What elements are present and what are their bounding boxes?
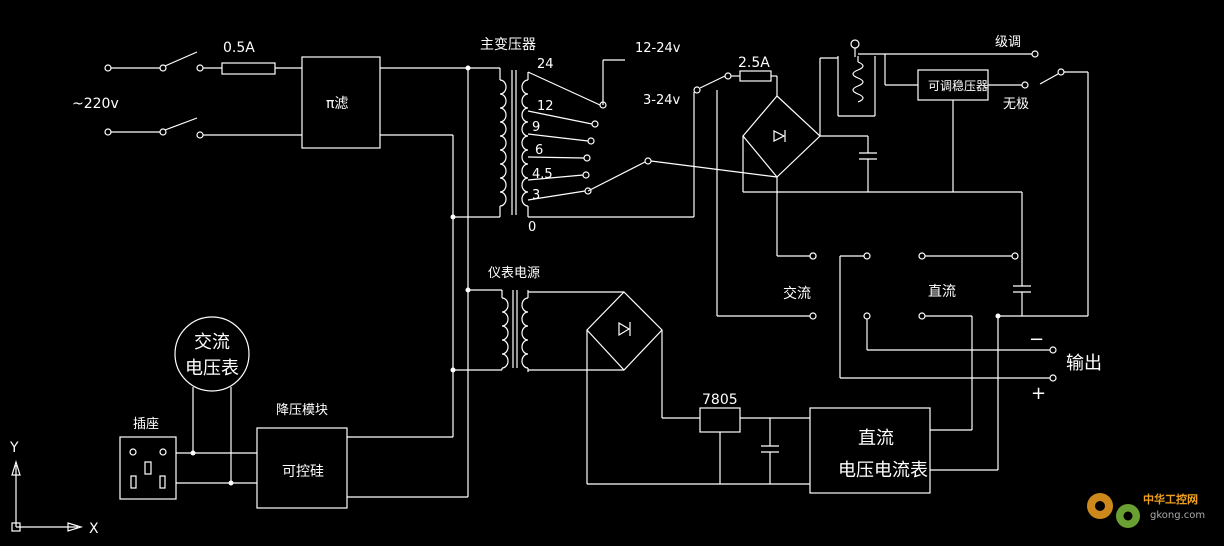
output-terminal-minus bbox=[1049, 346, 1057, 354]
input-fuse bbox=[221, 62, 276, 75]
regulator-7805-box bbox=[699, 407, 741, 433]
output-fuse bbox=[739, 70, 772, 82]
dc-meter-label-line2: 电压电流表 bbox=[838, 460, 928, 481]
dc-meter-box bbox=[809, 407, 931, 494]
tap-4-5-label: 4.5 bbox=[532, 167, 553, 182]
tap-24-label: 24 bbox=[537, 57, 554, 72]
ac-output-terminal-bottom bbox=[809, 312, 817, 320]
mains-input bbox=[104, 51, 468, 149]
potentiometer-knob bbox=[850, 39, 860, 49]
output-terminal-plus bbox=[1049, 374, 1057, 382]
ac-voltmeter bbox=[174, 316, 250, 483]
regulator-section bbox=[837, 39, 1089, 316]
tap-12-label: 12 bbox=[537, 99, 554, 114]
adjustable-regulator-label: 可调稳压器 bbox=[928, 78, 988, 93]
ucs-axis-icon bbox=[11, 459, 84, 532]
minus-sign: − bbox=[1029, 329, 1044, 350]
stepdown-module-label: 降压模块 bbox=[276, 403, 328, 418]
ac-voltmeter-label-line2: 电压表 bbox=[185, 358, 239, 379]
dc-output-section bbox=[839, 192, 1088, 470]
tap-6-label: 6 bbox=[535, 143, 543, 158]
mains-switch-bottom bbox=[164, 117, 198, 131]
stepdown-module bbox=[256, 427, 468, 509]
range-3-24-label: 3-24v bbox=[643, 93, 681, 108]
main-bridge-rectifier bbox=[742, 57, 1022, 257]
axis-y-label: Y bbox=[9, 440, 19, 456]
main-transformer-label: 主变压器 bbox=[480, 37, 536, 53]
tap-9-label: 9 bbox=[532, 120, 540, 135]
pi-filter-box bbox=[301, 56, 381, 149]
socket-label: 插座 bbox=[133, 417, 159, 432]
dc-terminal-a bbox=[1011, 252, 1019, 260]
instrument-bridge-rectifier bbox=[586, 291, 810, 485]
ac-voltmeter-circle bbox=[174, 316, 250, 392]
instrument-power-label: 仪表电源 bbox=[488, 266, 540, 281]
output-label: 输出 bbox=[1066, 353, 1102, 374]
dc-label: 直流 bbox=[928, 283, 956, 300]
smoothing-capacitor bbox=[820, 135, 877, 192]
range-12-24-label: 12-24v bbox=[635, 41, 681, 56]
ac-label: 交流 bbox=[783, 285, 811, 302]
fuse-output-label: 2.5A bbox=[738, 55, 770, 71]
ac-terminal-a bbox=[809, 252, 817, 260]
gkong-logo bbox=[1087, 493, 1140, 528]
step-adjust-label: 级调 bbox=[995, 35, 1021, 50]
fuse-input-label: 0.5A bbox=[223, 40, 255, 56]
instrument-transformer bbox=[453, 289, 624, 372]
main-transformer bbox=[453, 67, 694, 218]
regulator-7805-label: 7805 bbox=[702, 392, 738, 408]
socket bbox=[119, 436, 257, 500]
tap-0-label: 0 bbox=[528, 220, 536, 235]
mains-switch-top bbox=[164, 51, 198, 67]
watermark-url: gkong.com bbox=[1150, 510, 1205, 521]
ac-voltmeter-label-line1: 交流 bbox=[194, 332, 230, 353]
plus-sign: + bbox=[1031, 383, 1046, 404]
thyristor-label: 可控硅 bbox=[282, 464, 324, 480]
stepdown-module-box bbox=[256, 427, 348, 509]
tap-selector bbox=[587, 59, 810, 317]
watermark-cn: 中华工控网 bbox=[1143, 492, 1198, 506]
socket-box bbox=[119, 436, 177, 500]
axis-x-label: X bbox=[89, 521, 99, 537]
tap-3-label: 3 bbox=[532, 188, 540, 203]
pi-filter-label: π滤 bbox=[326, 96, 348, 112]
stepless-label: 无极 bbox=[1003, 97, 1029, 112]
dc-meter-label-line1: 直流 bbox=[858, 428, 894, 449]
distribution-bus bbox=[450, 65, 471, 497]
regulator-7805 bbox=[699, 407, 810, 484]
mains-voltage-label: ~220v bbox=[72, 96, 119, 112]
